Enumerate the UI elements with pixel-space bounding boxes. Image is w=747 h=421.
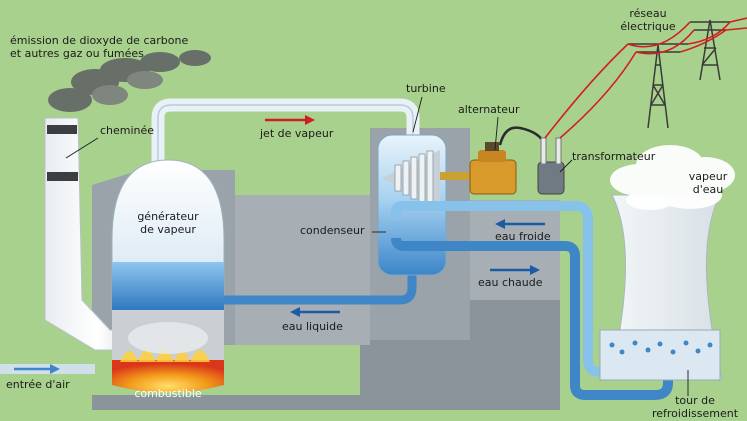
cooling-tower-label: tour de refroidissement [645,394,745,420]
smoke-icon [48,50,211,112]
steam-arrow-icon [265,115,315,125]
cold-water-label: eau froide [495,230,551,243]
emission-label-line1: émission de dioxyde de carbone [10,34,189,47]
fuel-label: combustible [134,387,202,400]
hot-water-arrow-icon [490,265,540,275]
steam-generator [111,159,225,393]
water-vapour-label: vapeur d'eau [678,170,738,196]
cooling-tower [599,194,723,381]
hot-water-label: eau chaude [478,276,543,289]
pylon-icon [628,19,730,129]
liquid-water-label: eau liquide [282,320,343,333]
emission-label: émission de dioxyde de carbone et autres… [10,34,188,60]
transformer [537,137,565,195]
air-inlet-label: entrée d'air [6,378,70,391]
steam-generator-label-line1: générateur [137,210,199,223]
transformer-label: transformateur [572,150,656,163]
cold-water-arrow-icon [495,219,545,229]
alternator [469,142,517,195]
hot-water-pipe [391,237,673,400]
alternator-label: alternateur [458,103,520,116]
cooling-tower-label-line1: tour de [675,394,715,407]
water-vapour-label-line1: vapeur [688,170,728,183]
chimney-label: cheminée [100,124,155,137]
turbine-label: turbine [406,82,446,95]
emission-label-line2: et autres gaz ou fumées [10,47,144,60]
network-label: réseau électrique [612,7,684,33]
pointer-lines [65,96,689,396]
condenser-label: condenseur [300,224,365,237]
water-vapour-label-line2: d'eau [692,183,724,196]
steam-generator-label: générateur de vapeur [122,210,214,236]
network-label-line2: électrique [620,20,676,33]
cooling-tower-label-line2: refroidissement [651,407,739,420]
water-return-pipe [224,270,417,305]
air-inlet-pipe [0,364,95,374]
steam-generator-label-line2: de vapeur [140,223,196,236]
network-label-line1: réseau [629,7,667,20]
power-lines [544,17,747,139]
vapor-cloud-icon [610,145,735,210]
steam-jet-label: jet de vapeur [260,127,334,140]
water-liquid-arrow-icon [290,307,340,317]
cold-water-pipe [391,201,625,377]
